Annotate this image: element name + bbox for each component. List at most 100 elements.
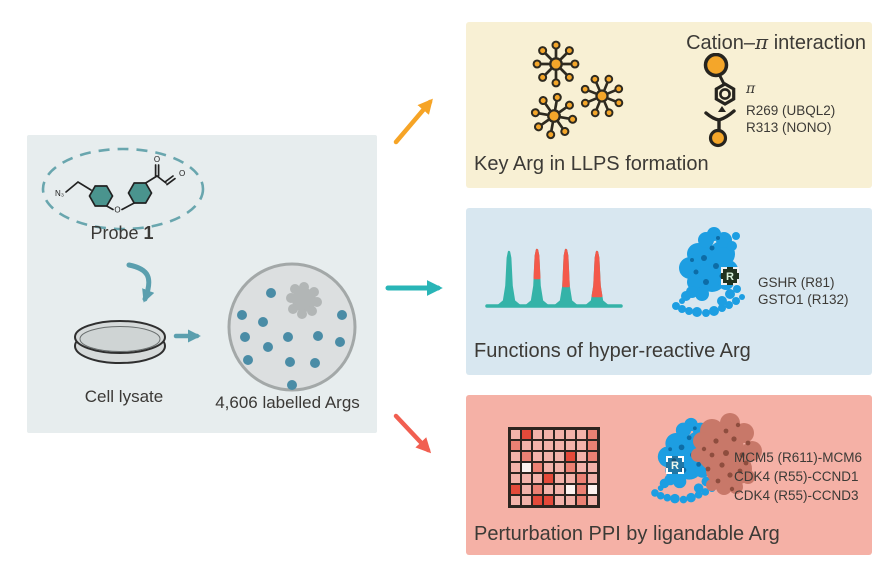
heatmap-cell (511, 463, 520, 472)
llps-panel: Cation–π interaction π R269 (UBQL2) R313… (466, 22, 872, 188)
condensate-icon (576, 70, 628, 122)
heatmap-cell (522, 452, 531, 461)
heatmap-cell (533, 485, 542, 494)
heatmap-cell (555, 441, 564, 450)
protein-structure-blue (662, 224, 758, 328)
arg-site-tag: R (666, 456, 684, 474)
pi-label: π (746, 81, 756, 97)
heatmap-cell (533, 463, 542, 472)
heatmap-cell (533, 430, 542, 439)
heatmap-cell (588, 463, 597, 472)
heatmap-cell (566, 441, 575, 450)
heatmap-cell (511, 441, 520, 450)
ppi-residue-1: MCM5 (R611)-MCM6 (734, 450, 863, 465)
keto-o1-label: O (154, 155, 160, 164)
curved-arrow-icon (126, 262, 155, 303)
heatmap-cell (511, 452, 520, 461)
heatmap-cell (533, 452, 542, 461)
chromatogram-peaks (485, 248, 623, 308)
protein-complex (616, 413, 762, 515)
hyper-residue-2: GSTO1 (R132) (758, 292, 849, 307)
heatmap-cell (588, 485, 597, 494)
heatmap-cell (588, 441, 597, 450)
heatmap-cell (555, 452, 564, 461)
ppi-caption: Perturbation PPI by ligandable Arg (474, 523, 780, 545)
condensate-icon (529, 37, 583, 91)
heatmap-cell (566, 452, 575, 461)
heatmap-cell (566, 430, 575, 439)
heatmap-cell (588, 496, 597, 505)
heatmap-cell (544, 441, 553, 450)
heatmap-cell (544, 474, 553, 483)
arg-site-tag: R (721, 267, 739, 285)
hyper-residue-1: GSHR (R81) (758, 275, 835, 290)
arrow-to-functions-icon (385, 280, 443, 296)
petri-dish-icon (74, 320, 166, 364)
heatmap-cell (533, 441, 542, 450)
heatmap-cell (577, 452, 586, 461)
heatmap-cell (588, 452, 597, 461)
heatmap-cell (588, 474, 597, 483)
heatmap-cell (577, 496, 586, 505)
heatmap-cell (555, 474, 564, 483)
llps-caption: Key Arg in LLPS formation (474, 153, 709, 175)
heatmap-cell (566, 496, 575, 505)
condensate-icon (527, 89, 581, 143)
azide-label: N₃ (55, 189, 64, 198)
heatmap-cell (577, 441, 586, 450)
dashed-ellipse (41, 147, 205, 231)
heatmap-cell (577, 463, 586, 472)
heatmap-cell (566, 463, 575, 472)
heatmap-cell (544, 485, 553, 494)
heatmap-cell (511, 474, 520, 483)
heatmap-cell (555, 463, 564, 472)
llps-residue-2: R313 (NONO) (746, 120, 832, 135)
heatmap-cell (544, 463, 553, 472)
arrow-to-llps-icon (393, 98, 433, 145)
heatmap-cell (533, 474, 542, 483)
heatmap-cell (555, 496, 564, 505)
cation-pi-model (703, 53, 736, 148)
llps-residue-1: R269 (UBQL2) (746, 103, 836, 118)
labelled-arg-dots (237, 288, 347, 390)
heatmap-cell (533, 496, 542, 505)
hyper-reactive-panel: R GSHR (R81) GSTO1 (R132) Functions of h… (466, 208, 872, 375)
hyper-caption: Functions of hyper-reactive Arg (474, 340, 751, 362)
heatmap-cell (566, 485, 575, 494)
heatmap-cell (544, 430, 553, 439)
heatmap-cell (588, 430, 597, 439)
probe-caption: Probe 1 (90, 223, 154, 243)
ppi-heatmap (508, 427, 600, 508)
heatmap-cell (555, 430, 564, 439)
heatmap-cell (511, 485, 520, 494)
heatmap-cell (577, 474, 586, 483)
heatmap-cell (577, 485, 586, 494)
heatmap-cell (522, 496, 531, 505)
cell-lysate-label: Cell lysate (84, 387, 164, 406)
heatmap-cell (544, 496, 553, 505)
labelled-args-label: 4,606 labelled Args (215, 393, 360, 412)
protein-blob (286, 282, 322, 319)
probe-structure: N₃ O O O (41, 147, 205, 231)
protein-structure-salmon (691, 413, 762, 495)
heatmap-cell (544, 452, 553, 461)
heatmap-cell (511, 496, 520, 505)
ppi-residue-2: CDK4 (R55)-CCND1 (734, 469, 859, 484)
heatmap-cell (522, 463, 531, 472)
keto-o2-label: O (179, 169, 185, 178)
heatmap-cell (555, 485, 564, 494)
culture-dish-icon (227, 262, 357, 392)
cation-pi-title: Cation–π interaction (686, 30, 866, 54)
ppi-residue-3: CDK4 (R55)-CCND3 (734, 488, 859, 503)
heatmap-cell (522, 441, 531, 450)
heatmap-cell (566, 474, 575, 483)
heatmap-cell (522, 474, 531, 483)
heatmap-cell (577, 430, 586, 439)
workflow-panel: N₃ O O O Probe 1 Cell lysate (27, 135, 377, 433)
arrow-right-small-icon (173, 329, 201, 343)
heatmap-cell (522, 430, 531, 439)
ether-o-label: O (114, 206, 120, 215)
ppi-panel: R MCM5 (R611)-MCM6 CDK4 (R55)-CCND1 CDK4… (466, 395, 872, 555)
heatmap-cell (511, 430, 520, 439)
